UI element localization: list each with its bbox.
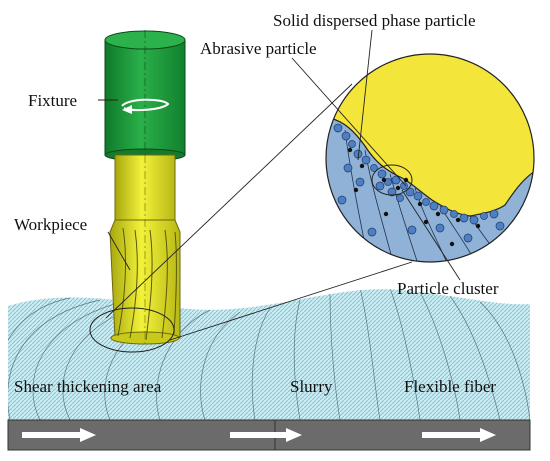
label-fixture: Fixture — [28, 91, 77, 110]
flow-arrow-icon — [230, 428, 302, 442]
workpiece-shaft — [109, 154, 181, 345]
flow-arrow-icon — [422, 428, 496, 442]
leader-lines — [98, 29, 461, 281]
rotation-arrow-icon — [121, 98, 170, 114]
contact-zone — [89, 307, 175, 353]
label-abrasive-particle: Abrasive particle — [200, 39, 317, 58]
label-flexible-fiber: Flexible fiber — [404, 377, 496, 396]
label-particle-cluster: Particle cluster — [397, 279, 499, 298]
label-slurry: Slurry — [290, 377, 333, 396]
label-solid-dispersed-phase-particle: Solid dispersed phase particle — [273, 11, 476, 30]
label-workpiece: Workpiece — [14, 215, 87, 234]
fixture-cylinder — [104, 30, 186, 162]
magnified-view — [325, 53, 535, 263]
slurry-region — [8, 289, 530, 420]
label-shear-thickening-area: Shear thickening area — [14, 377, 162, 396]
connector-lines — [105, 83, 413, 341]
flow-arrow-icon — [22, 428, 96, 442]
